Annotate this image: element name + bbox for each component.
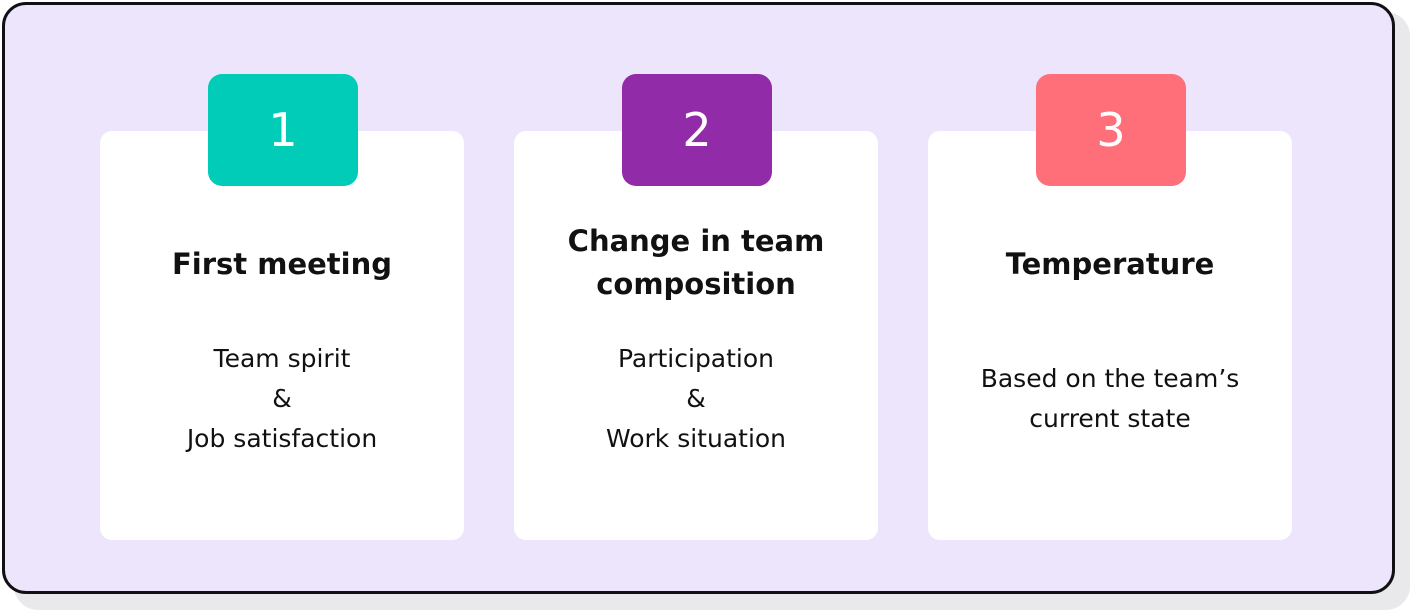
step-1-line-3: Job satisfaction bbox=[186, 424, 378, 453]
step-2-title-line-2: composition bbox=[596, 267, 796, 301]
step-1-title: First meeting bbox=[171, 247, 393, 281]
step-1-line-1: Team spirit bbox=[213, 344, 351, 373]
step-1-description: Team spirit & Job satisfaction bbox=[100, 339, 464, 459]
step-2-line-1: Participation bbox=[617, 344, 775, 373]
step-card-1: First meeting Team spirit & Job satisfac… bbox=[100, 131, 464, 540]
step-1-number-badge: 1 bbox=[208, 74, 358, 186]
step-3-title: Temperature bbox=[1005, 247, 1215, 281]
step-3-description: Based on the team’s current state bbox=[928, 359, 1292, 439]
step-card-3: Temperature Based on the team’s current … bbox=[928, 131, 1292, 540]
step-2-title-line-1: Change in team bbox=[567, 224, 825, 258]
step-2-number-badge: 2 bbox=[622, 74, 772, 186]
step-2-line-3: Work situation bbox=[605, 424, 787, 453]
step-2-description: Participation & Work situation bbox=[514, 339, 878, 459]
step-card-2: Change in team composition Participation… bbox=[514, 131, 878, 540]
step-1-line-2: & bbox=[272, 384, 292, 413]
step-2-line-2: & bbox=[686, 384, 706, 413]
step-3-line-2: current state bbox=[1029, 404, 1191, 433]
step-3-number-badge: 3 bbox=[1036, 74, 1186, 186]
step-3-line-1: Based on the team’s bbox=[980, 364, 1240, 393]
step-2-title: Change in team composition bbox=[514, 220, 878, 306]
